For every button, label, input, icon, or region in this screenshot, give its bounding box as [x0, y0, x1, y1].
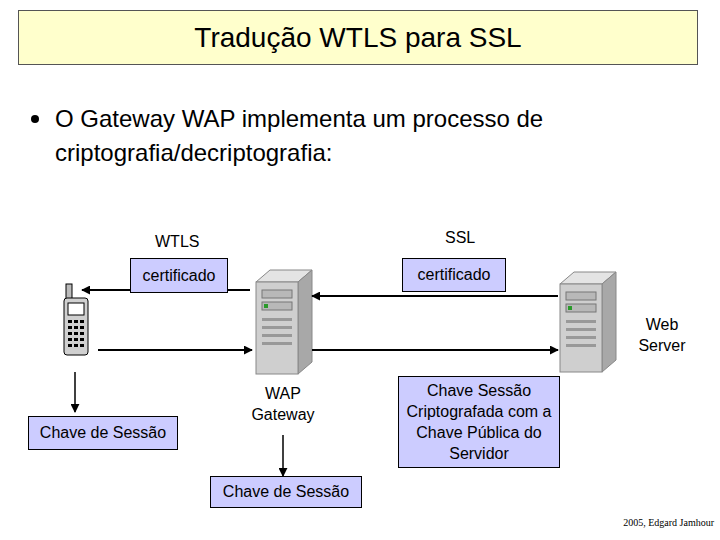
key-box: Chave de Sessão: [210, 476, 362, 508]
key-box: Chave de Sessão: [28, 416, 178, 450]
footer-note: 2005, Edgard Jamhour: [600, 516, 714, 530]
connector-arrow: [282, 435, 284, 476]
node-text: Chave de Sessão: [219, 482, 353, 502]
server-node: Web Server: [558, 272, 616, 372]
arrow-line: [74, 372, 76, 412]
connector-arrow: [312, 295, 558, 297]
node-label: Web Server: [630, 314, 694, 356]
gateway-node: WAP Gateway: [254, 270, 312, 375]
server-icon: [560, 272, 616, 372]
phone-icon: [64, 284, 88, 355]
cert-box: certificado: [402, 258, 506, 292]
node-text: certificado: [414, 265, 495, 285]
bullet: [31, 115, 39, 123]
bullet-text: O Gateway WAP implementa um processo de …: [55, 102, 655, 170]
server-icon: [256, 270, 312, 374]
connector-arrow: [312, 349, 558, 351]
key-box: Chave Sessão Criptografada com a Chave P…: [398, 376, 560, 468]
arrow-line: [98, 349, 252, 351]
node-text: Chave Sessão Criptografada com a Chave P…: [399, 380, 559, 464]
node-text: certificado: [139, 266, 220, 286]
protocol-label: WTLS: [155, 232, 215, 252]
node-text: Chave de Sessão: [36, 423, 170, 443]
protocol-label: SSL: [445, 228, 495, 248]
cert-box: certificado: [130, 258, 228, 293]
node-label: WAP Gateway: [245, 383, 321, 425]
title-text: Tradução WTLS para SSL: [194, 22, 521, 54]
title-banner: Tradução WTLS para SSL: [18, 10, 698, 65]
